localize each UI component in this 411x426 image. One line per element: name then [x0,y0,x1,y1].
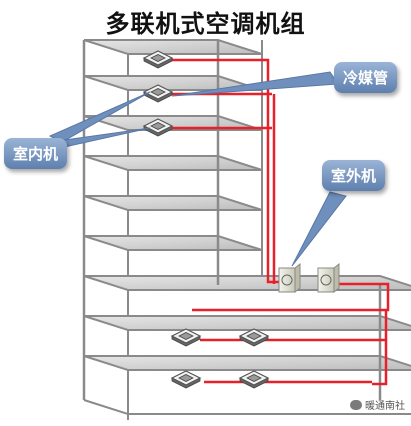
indoor-unit-5 [238,328,270,347]
floor-slab-upper-5 [83,195,263,211]
pointer-outdoor-unit [291,191,347,267]
refrigerant-pipe-label: 冷媒管 [334,62,398,93]
floor-slab-upper-6 [83,235,263,251]
outdoor-unit-label: 室外机 [322,160,386,191]
diagram-title: 多联机式空调机组 [105,10,306,38]
pipe-lower-riser [372,310,388,386]
callout-pointers [48,71,347,267]
outdoor-unit-1 [278,262,301,294]
building-base [83,399,411,415]
indoor-unit-6 [170,370,202,389]
watermark-text: 暖通南社 [365,401,405,412]
floor-slab-lower-2 [83,315,411,331]
pipe-outdoor-link [192,282,390,312]
floor-slabs [83,39,411,415]
indoor-unit-2 [142,84,174,103]
indoor-unit-3 [142,118,174,137]
indoor-unit-7 [238,370,270,389]
indoor-unit-label: 室内机 [4,138,68,169]
indoor-unit-1 [142,50,174,69]
watermark: 暖通南社 [350,397,405,412]
floor-slab-upper-1 [83,39,263,55]
outdoor-unit-2 [317,262,340,294]
indoor-units [142,50,270,389]
building-frame-front [82,40,382,400]
floor-slab-lower-3 [83,355,411,371]
wechat-icon [350,400,362,410]
indoor-unit-4 [170,328,202,347]
pipe-upper-floor-1 [172,58,286,284]
outdoor-units [278,262,340,294]
floor-slab-upper-4 [83,155,263,171]
refrigerant-pipes [172,58,390,386]
